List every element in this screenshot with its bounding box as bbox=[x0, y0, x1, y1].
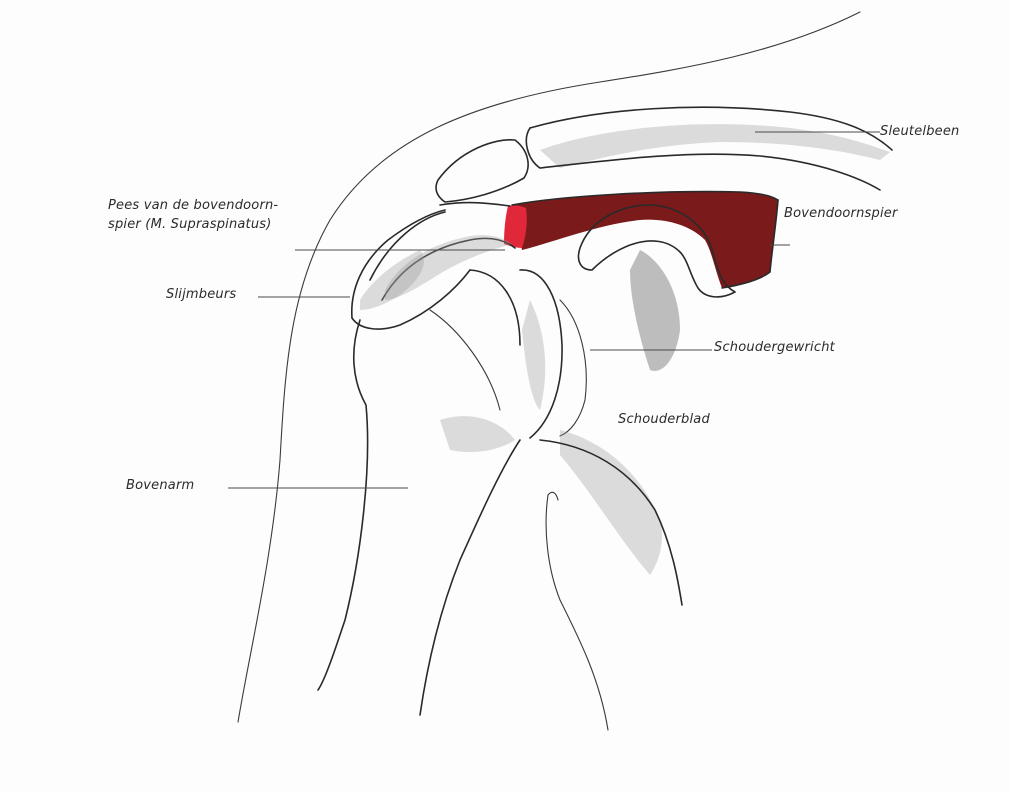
acromion-bone bbox=[436, 140, 528, 202]
skin-contour bbox=[238, 12, 860, 722]
humerus bbox=[318, 310, 520, 715]
label-slijmbeurs: Slijmbeurs bbox=[166, 287, 236, 302]
label-bovenarm: Bovenarm bbox=[126, 478, 194, 493]
scapula bbox=[540, 430, 682, 730]
label-pees-supraspinatus: Pees van de bovendoorn- spier (M. Supras… bbox=[108, 196, 278, 234]
humeral-head bbox=[470, 270, 586, 438]
label-schoudergewricht: Schoudergewricht bbox=[714, 340, 835, 355]
bursa bbox=[352, 210, 470, 329]
label-bovendoornspier: Bovendoornspier bbox=[784, 206, 898, 221]
clavicle-bone bbox=[526, 107, 892, 190]
label-schouderblad: Schouderblad bbox=[618, 412, 710, 427]
label-sleutelbeen: Sleutelbeen bbox=[880, 124, 960, 139]
